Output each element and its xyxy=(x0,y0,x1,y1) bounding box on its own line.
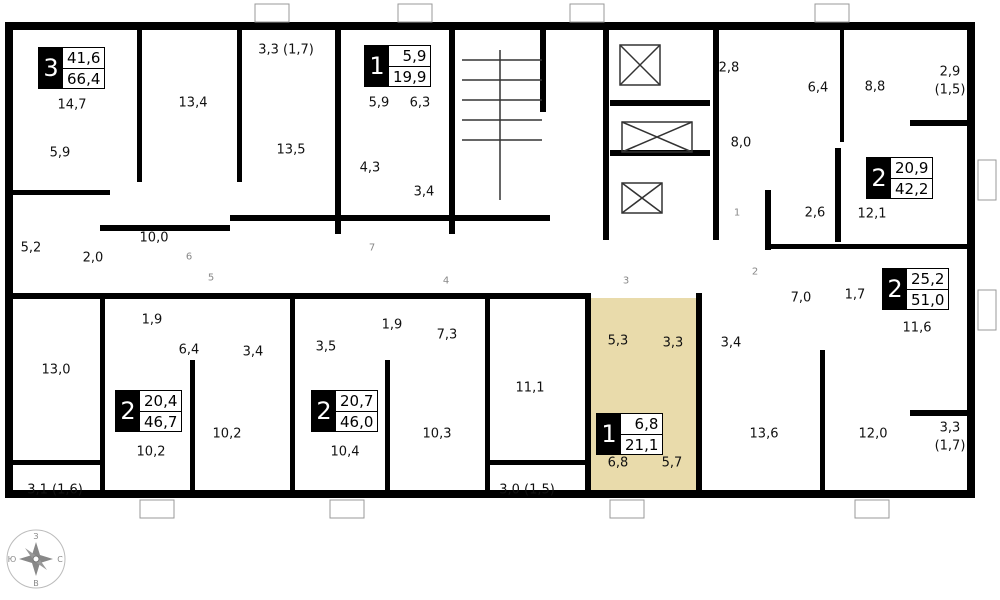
room-count: 1 xyxy=(365,46,389,86)
room-area-label: 12,1 xyxy=(857,206,887,222)
total-area: 66,4 xyxy=(67,70,101,88)
room-area-label: 1,7 xyxy=(844,287,866,303)
room-area-label: 7,0 xyxy=(790,290,812,306)
room-area-label: 3,0 (1,5) xyxy=(499,482,555,498)
door-number: 7 xyxy=(368,242,376,254)
compass-icon: З С В Ю xyxy=(6,529,66,589)
room-area-label: 8,8 xyxy=(864,79,886,95)
room-area-label: 13,5 xyxy=(276,142,306,158)
room-area-label: 10,2 xyxy=(136,444,166,460)
compass-w: Ю xyxy=(8,555,17,564)
room-area-label: 5,9 xyxy=(368,95,390,111)
room-area-label: 11,1 xyxy=(515,380,545,396)
room-area-label: 1,9 xyxy=(141,312,163,328)
room-area-label: 10,4 xyxy=(330,444,360,460)
door-number: 4 xyxy=(442,275,450,287)
room-area-label: 10,0 xyxy=(139,230,169,246)
room-area-label: 6,3 xyxy=(409,95,431,111)
living-area: 20,7 xyxy=(336,391,378,412)
total-area: 42,2 xyxy=(895,180,929,198)
room-count: 2 xyxy=(883,269,907,309)
total-area: 51,0 xyxy=(911,291,945,309)
total-area: 21,1 xyxy=(625,436,659,454)
room-area-label: 3,4 xyxy=(413,184,435,200)
room-area-label: 7,3 xyxy=(436,327,458,343)
room-area-label: 2,8 xyxy=(718,60,740,76)
room-count: 1 xyxy=(597,414,621,454)
door-number: 5 xyxy=(207,272,215,284)
living-area: 41,6 xyxy=(63,48,105,69)
room-area-label: 12,0 xyxy=(858,426,888,442)
room-area-label: 10,3 xyxy=(422,426,452,442)
total-area: 19,9 xyxy=(393,68,427,86)
room-area-label: 6,4 xyxy=(807,80,829,96)
room-area-label: 1,9 xyxy=(381,317,403,333)
room-area-label: 5,7 xyxy=(661,455,683,471)
living-area: 5,9 xyxy=(389,46,431,67)
door-number: 6 xyxy=(185,251,193,263)
room-area-label: 5,3 xyxy=(607,333,629,349)
door-number: 2 xyxy=(751,266,759,278)
room-area-label: 6,8 xyxy=(607,455,629,471)
room-area-label: 5,2 xyxy=(20,240,42,256)
room-area-label: 2,9 xyxy=(939,64,961,80)
compass-s: В xyxy=(33,579,39,588)
room-area-label: 14,7 xyxy=(57,97,87,113)
room-area-label: 3,4 xyxy=(242,344,264,360)
living-area: 20,9 xyxy=(891,158,933,179)
room-area-label: 5,9 xyxy=(49,145,71,161)
room-area-label: 13,6 xyxy=(749,426,779,442)
living-area: 25,2 xyxy=(907,269,949,290)
room-count: 2 xyxy=(867,158,891,198)
room-area-label: 11,6 xyxy=(902,320,932,336)
room-area-label: 3,3 xyxy=(662,335,684,351)
room-area-label: 3,3 (1,7) xyxy=(258,42,314,58)
room-area-label: 4,3 xyxy=(359,160,381,176)
room-area-label: 3,1 (1,6) xyxy=(27,482,83,498)
room-area-label: 3,3 xyxy=(939,420,961,436)
room-area-label: 6,4 xyxy=(178,342,200,358)
living-area: 20,4 xyxy=(140,391,182,412)
highlighted-apartment[interactable] xyxy=(585,298,701,492)
room-area-label: 2,0 xyxy=(82,250,104,266)
total-area: 46,0 xyxy=(340,413,374,431)
door-number: 1 xyxy=(733,207,741,219)
room-count: 3 xyxy=(39,48,63,88)
room-area-label: 8,0 xyxy=(730,135,752,151)
living-area: 6,8 xyxy=(621,414,663,435)
room-area-label: 13,0 xyxy=(41,362,71,378)
room-area-label: 10,2 xyxy=(212,426,242,442)
room-area-label: 13,4 xyxy=(178,95,208,111)
total-area: 46,7 xyxy=(144,413,178,431)
room-area-label: (1,7) xyxy=(934,438,966,454)
compass-n: З xyxy=(33,532,38,541)
door-number: 3 xyxy=(622,275,630,287)
room-area-label: 3,5 xyxy=(315,339,337,355)
room-count: 2 xyxy=(116,391,140,431)
room-area-label: 2,6 xyxy=(804,205,826,221)
compass-e: С xyxy=(57,555,63,564)
room-area-label: (1,5) xyxy=(934,82,966,98)
room-count: 2 xyxy=(312,391,336,431)
room-area-label: 3,4 xyxy=(720,335,742,351)
